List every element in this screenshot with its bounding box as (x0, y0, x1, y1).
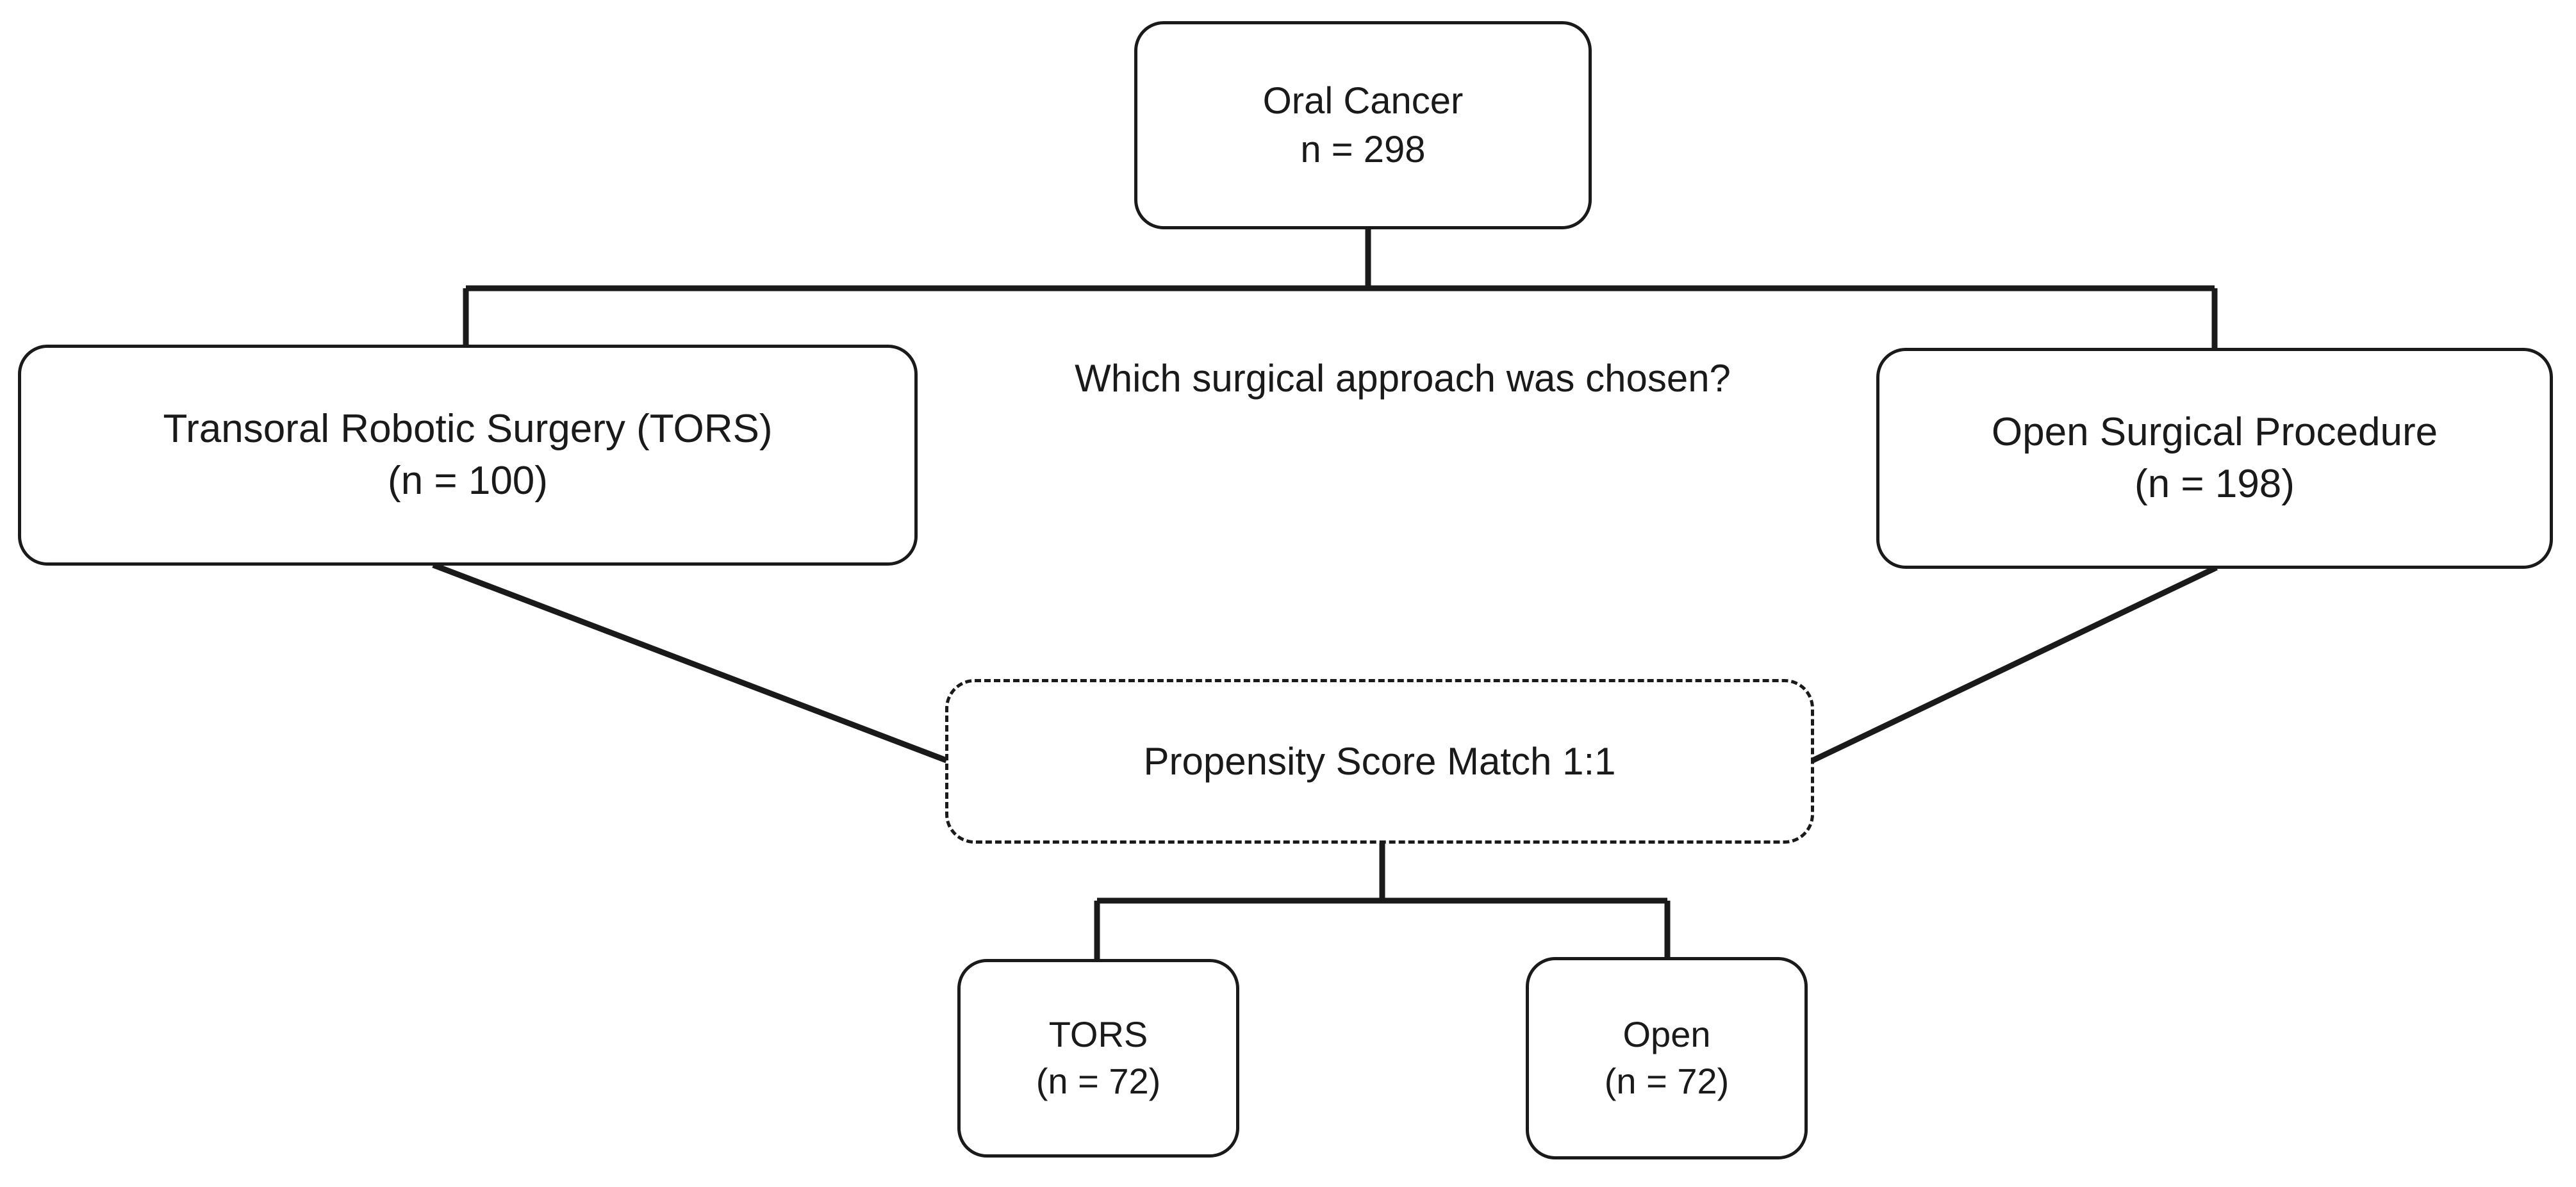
edge-tors-to-psm (432, 562, 948, 764)
node-propensity-score-match[interactable]: Propensity Score Match 1:1 (945, 679, 1814, 844)
node-open-matched-count: (n = 72) (1604, 1061, 1730, 1101)
node-open-matched[interactable]: Open (n = 72) (1526, 957, 1808, 1159)
node-oral-cancer-count: n = 298 (1300, 128, 1426, 170)
node-open-label: Open Surgical Procedure (1991, 409, 2438, 454)
node-tors-count: (n = 100) (388, 458, 548, 503)
branch-question-label: Which surgical approach was chosen? (1075, 357, 1731, 400)
node-propensity-score-match-label: Propensity Score Match 1:1 (1143, 739, 1616, 783)
node-open-matched-label: Open (1622, 1014, 1711, 1055)
node-tors-matched[interactable]: TORS (n = 72) (957, 959, 1239, 1158)
node-transoral-robotic-surgery[interactable]: Transoral Robotic Surgery (TORS) (n = 10… (18, 345, 918, 566)
node-tors-matched-label: TORS (1048, 1014, 1148, 1055)
node-tors-label: Transoral Robotic Surgery (TORS) (163, 406, 773, 451)
node-tors-matched-count: (n = 72) (1036, 1061, 1161, 1101)
node-open-count: (n = 198) (2134, 461, 2295, 506)
node-oral-cancer-label: Oral Cancer (1262, 80, 1464, 122)
node-oral-cancer[interactable]: Oral Cancer n = 298 (1134, 21, 1592, 229)
edge-open-to-psm (1812, 564, 2218, 764)
node-open-surgical-procedure[interactable]: Open Surgical Procedure (n = 198) (1876, 348, 2553, 569)
